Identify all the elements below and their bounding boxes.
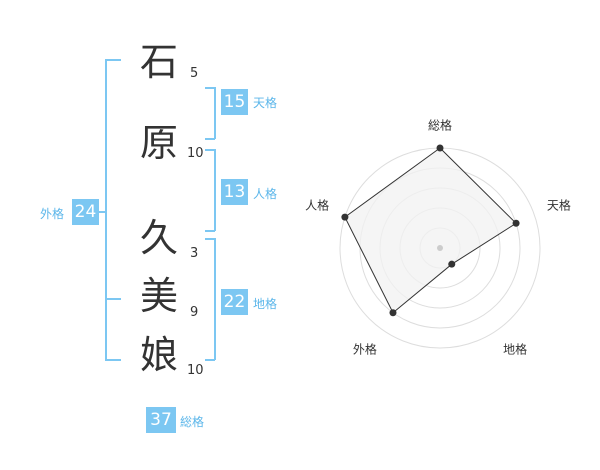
stroke-count-5: 10 (187, 363, 204, 378)
radar-axis-label: 総格 (428, 118, 452, 133)
radar-axis-label: 外格 (353, 342, 377, 357)
radar-point (436, 144, 444, 152)
gaikaku-badge: 24 (72, 199, 99, 225)
radar-axis-label: 天格 (547, 197, 571, 212)
jinkaku-label: 人格 (253, 187, 278, 201)
tenkaku-badge: 15 (221, 89, 248, 115)
radar-axis-label: 地格 (503, 342, 527, 357)
gaikaku-label: 外格 (40, 207, 65, 221)
stroke-count-4: 9 (190, 305, 199, 320)
radar-area (344, 147, 517, 314)
radar-point (448, 260, 456, 268)
name-char-2: 原 (139, 121, 178, 165)
radar-point (512, 219, 520, 227)
name-char-4: 美 (139, 274, 178, 318)
radar-center-dot (437, 245, 443, 251)
name-char-1: 石 (139, 40, 178, 84)
radar-point (341, 213, 349, 221)
chikaku-label: 地格 (253, 297, 278, 311)
radar-axis-label: 人格 (305, 197, 329, 212)
soukaku-badge: 37 (146, 407, 176, 433)
jinkaku-badge: 13 (221, 179, 248, 205)
stroke-count-3: 3 (190, 246, 199, 261)
tenkaku-label: 天格 (253, 96, 278, 110)
name-char-3: 久 (139, 216, 178, 260)
soukaku-label: 総格 (180, 415, 205, 429)
radar-point (389, 309, 397, 317)
radar-points (341, 144, 520, 317)
stroke-count-2: 10 (187, 146, 204, 161)
name-char-5: 娘 (139, 333, 178, 377)
chikaku-badge: 22 (221, 289, 248, 315)
stroke-count-1: 5 (190, 66, 199, 81)
